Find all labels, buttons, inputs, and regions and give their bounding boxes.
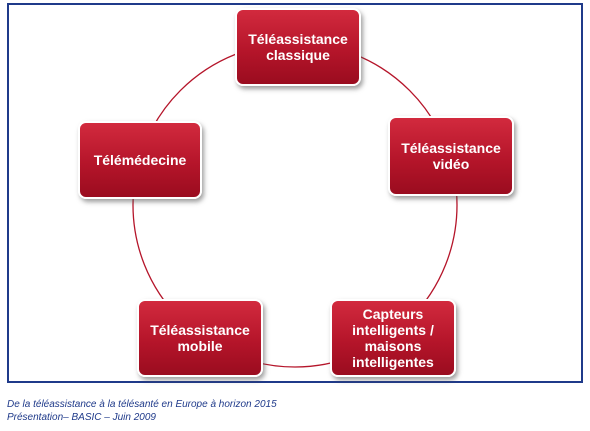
node-teleassistance-mobile: Téléassistance mobile [137, 299, 263, 377]
node-teleassistance-video: Téléassistance vidéo [388, 116, 514, 196]
caption-line-2: Présentation– BASIC – Juin 2009 [7, 412, 156, 423]
caption-line-1: De la téléassistance à la télésanté en E… [7, 399, 277, 410]
node-telemedecine: Télémédecine [78, 121, 202, 199]
node-label: Téléassistance mobile [150, 322, 250, 354]
figure-caption: De la téléassistance à la télésanté en E… [7, 398, 277, 424]
node-teleassistance-classique: Téléassistance classique [235, 8, 361, 86]
node-capteurs-intelligents: Capteurs intelligents / maisons intellig… [330, 299, 456, 377]
node-label: Téléassistance vidéo [401, 140, 501, 172]
diagram-frame: Téléassistance classique Téléassistance … [7, 3, 583, 383]
node-label: Télémédecine [93, 152, 187, 168]
node-label: Téléassistance classique [248, 31, 348, 63]
node-label: Capteurs intelligents / maisons intellig… [352, 306, 434, 370]
